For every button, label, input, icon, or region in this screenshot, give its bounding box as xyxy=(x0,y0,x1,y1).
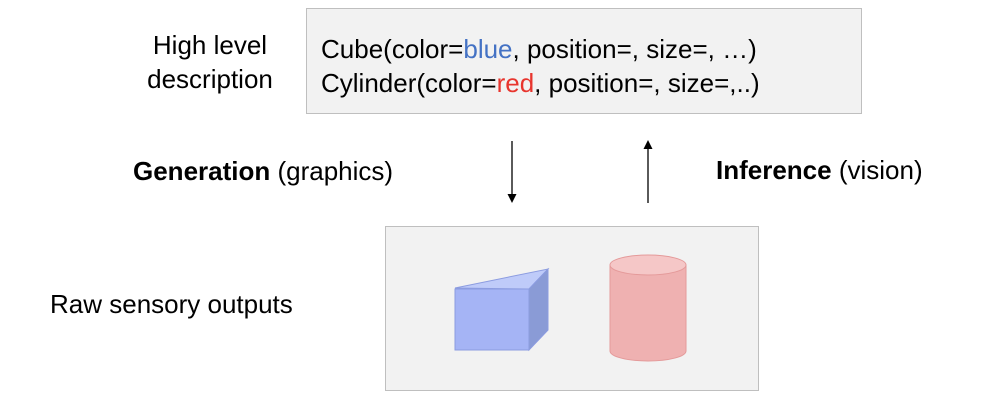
high-level-label-line-2: description xyxy=(147,64,273,94)
inference-label-rest: (vision) xyxy=(831,155,923,185)
cube-front-face xyxy=(454,288,530,351)
high-level-description-label: High level description xyxy=(120,28,300,96)
generation-label: Generation (graphics) xyxy=(133,154,393,188)
inference-label: Inference (vision) xyxy=(716,153,923,187)
inference-arrow xyxy=(643,140,653,203)
cube-description-prefix: Cube(color= xyxy=(321,34,464,64)
cylinder-description-suffix: , position=, size=,..) xyxy=(534,68,760,98)
cylinder-description: Cylinder(color=red, position=, size=,..) xyxy=(321,67,760,99)
cylinder-color-value: red xyxy=(496,68,535,98)
scene-illustration xyxy=(454,254,687,362)
blue-cube xyxy=(454,267,550,352)
cylinder-description-prefix: Cylinder(color= xyxy=(321,68,497,98)
rendered-scene-panel xyxy=(385,226,759,391)
cube-color-value: blue xyxy=(463,34,513,64)
generation-label-rest: (graphics) xyxy=(270,156,394,186)
description-box: Cube(color=blue, position=, size=, …) Cy… xyxy=(306,8,862,114)
high-level-label-line-1: High level xyxy=(152,30,268,60)
cylinder-top xyxy=(609,254,687,276)
inference-label-bold: Inference xyxy=(716,155,832,185)
cube-description: Cube(color=blue, position=, size=, …) xyxy=(321,33,757,65)
cube-description-suffix: , position=, size=, …) xyxy=(512,34,757,64)
generation-arrow xyxy=(507,141,517,203)
cylinder-body xyxy=(609,264,687,362)
red-cylinder xyxy=(609,254,687,362)
generation-label-bold: Generation xyxy=(133,156,271,186)
raw-sensory-outputs-label: Raw sensory outputs xyxy=(50,289,293,319)
